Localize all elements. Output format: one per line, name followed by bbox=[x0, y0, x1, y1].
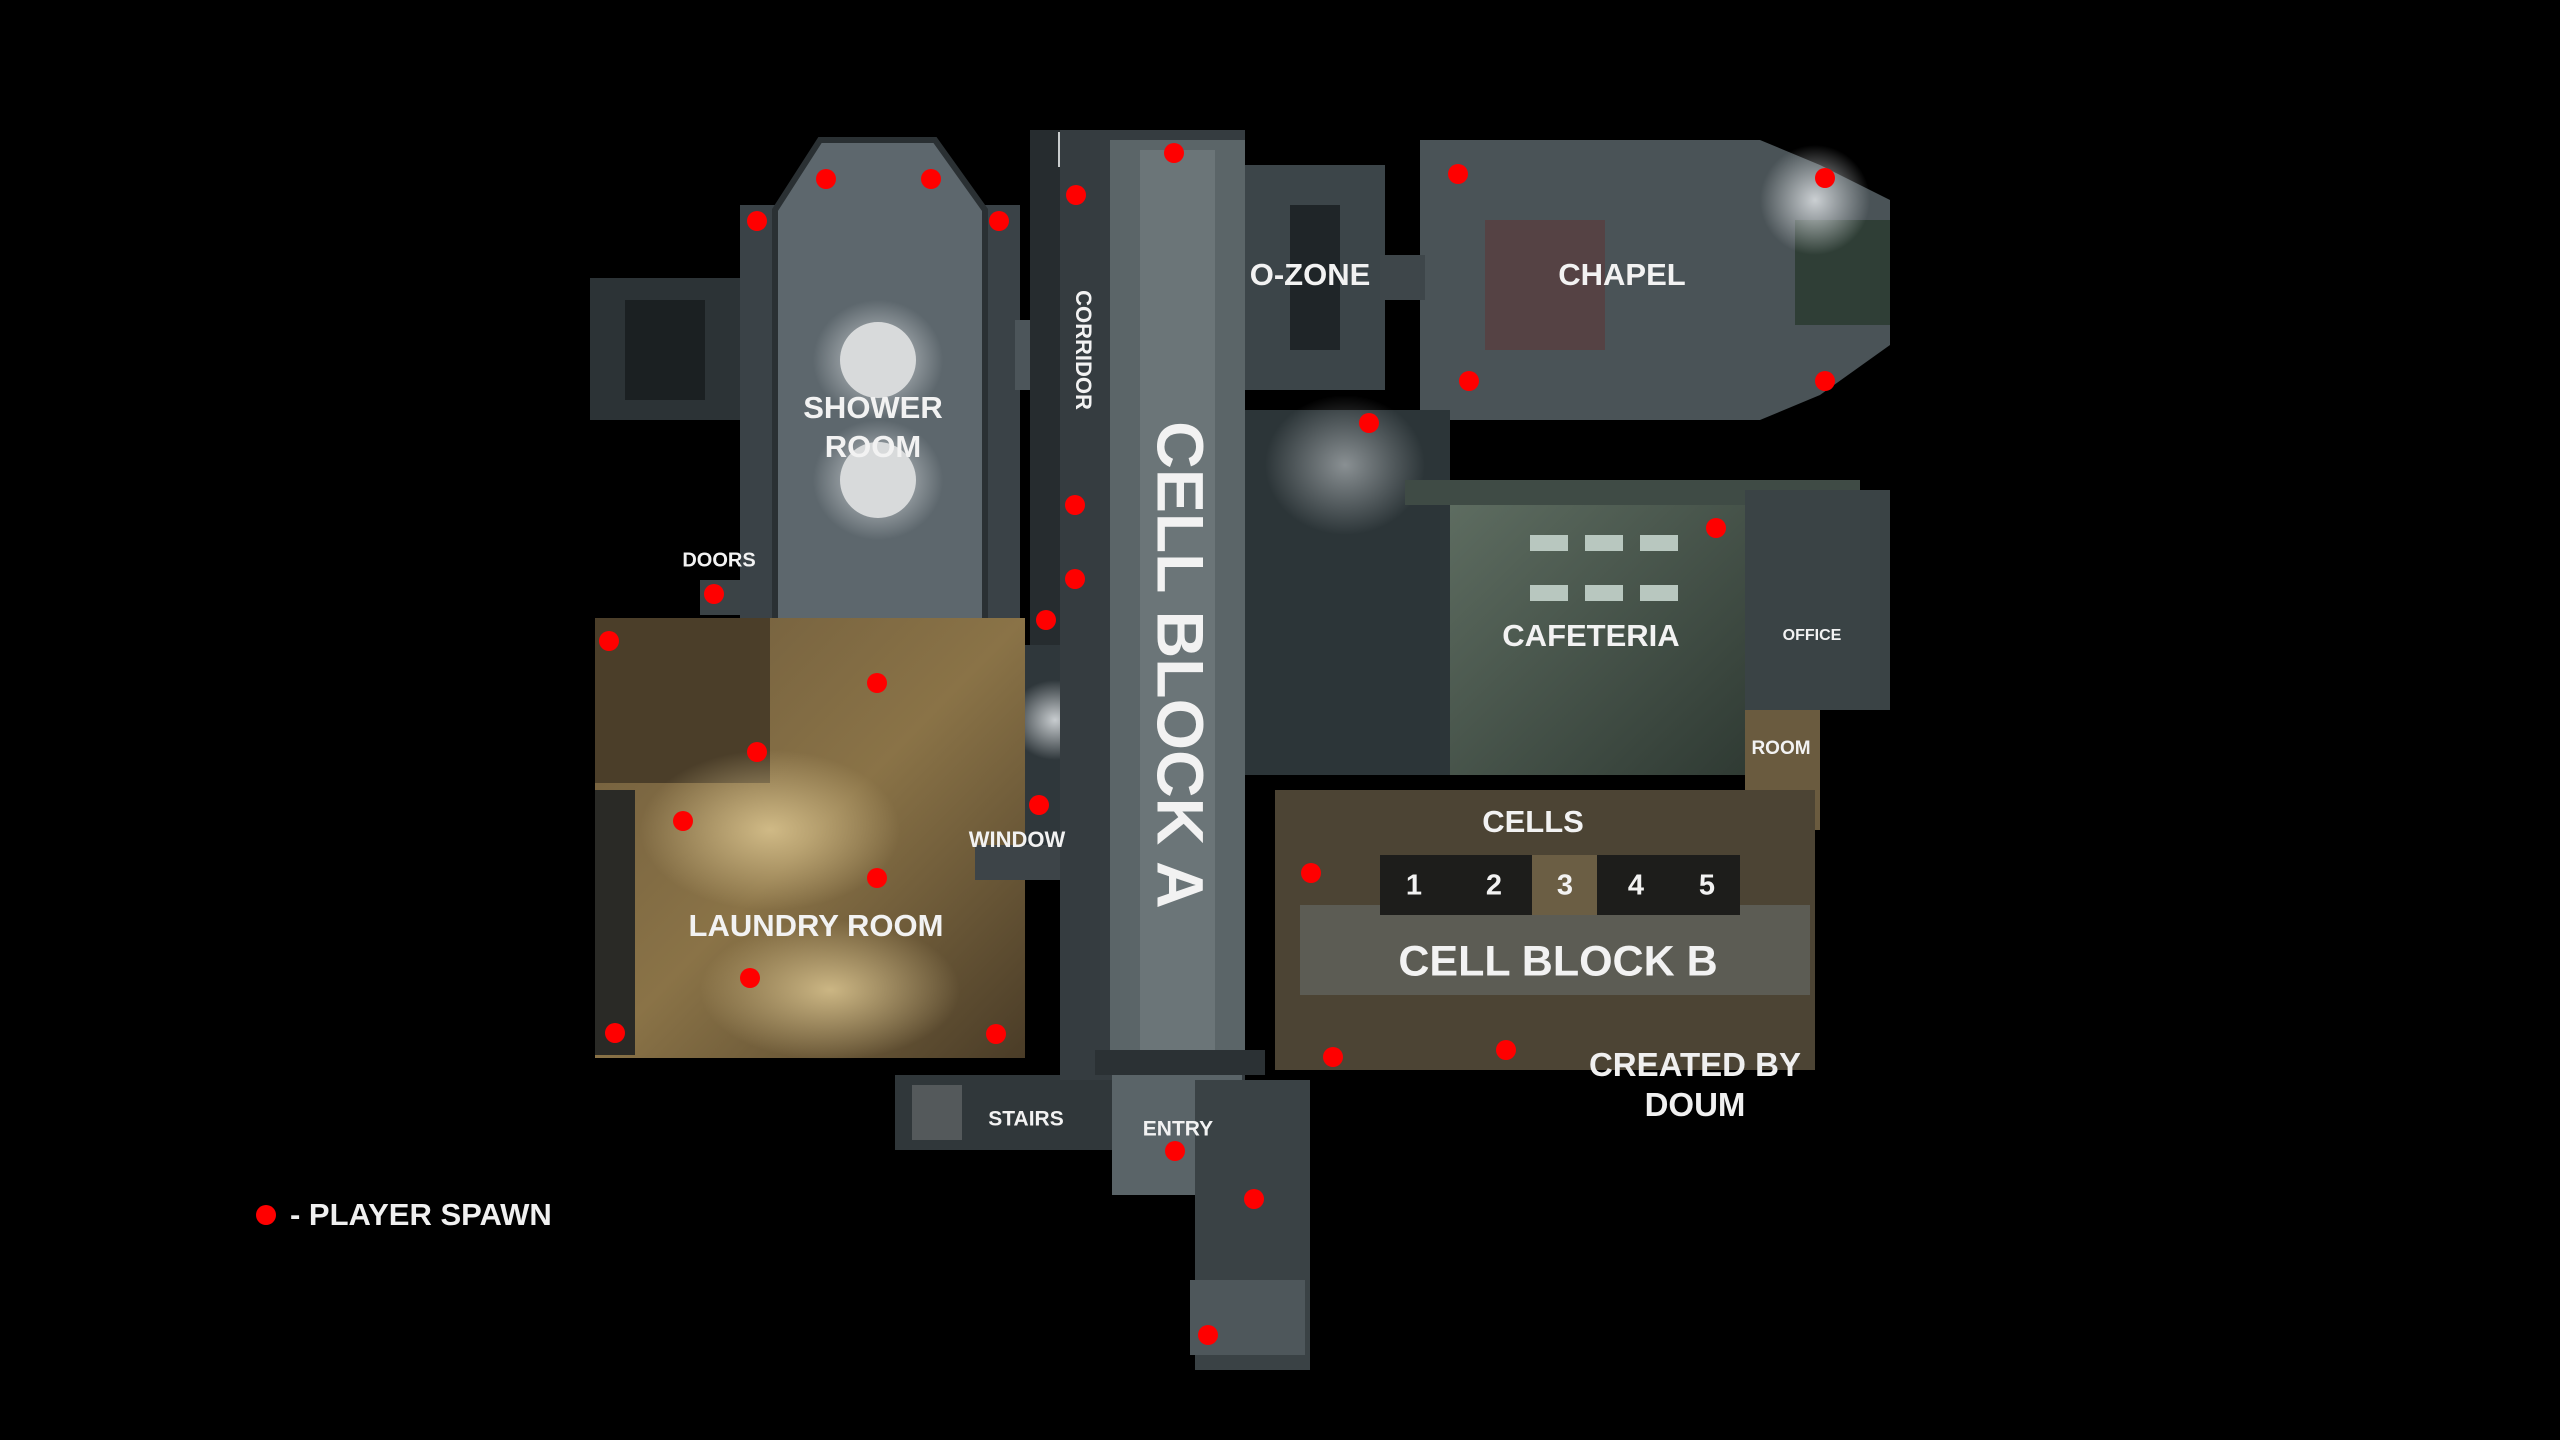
label-cafeteria: CAFETERIA bbox=[1502, 618, 1679, 653]
label-shower-room-1: SHOWER bbox=[803, 390, 943, 425]
chapel-light bbox=[1760, 145, 1870, 255]
player-spawn-marker bbox=[1164, 143, 1184, 163]
label-doors: DOORS bbox=[682, 549, 755, 571]
label-window: WINDOW bbox=[969, 827, 1066, 852]
player-spawn-marker bbox=[1244, 1189, 1264, 1209]
player-spawn-marker bbox=[1815, 371, 1835, 391]
player-spawn-legend-marker bbox=[256, 1205, 276, 1225]
player-spawn-marker bbox=[704, 584, 724, 604]
label-cell-2: 2 bbox=[1486, 870, 1502, 902]
player-spawn-marker bbox=[740, 968, 760, 988]
player-spawn-marker bbox=[867, 673, 887, 693]
label-stairs: STAIRS bbox=[988, 1108, 1063, 1131]
map-legend: - PLAYER SPAWN bbox=[256, 1195, 552, 1235]
laundry-light-2 bbox=[700, 920, 960, 1060]
label-shower-room-2: ROOM bbox=[825, 429, 921, 464]
player-spawn-marker bbox=[1036, 610, 1056, 630]
player-spawn-marker bbox=[1198, 1325, 1218, 1345]
player-spawn-marker bbox=[1065, 569, 1085, 589]
chapel-pews bbox=[1485, 220, 1605, 350]
laundry-light-1 bbox=[640, 750, 900, 910]
office-floor bbox=[1745, 490, 1890, 710]
player-spawn-marker bbox=[1301, 863, 1321, 883]
shower-drain-1 bbox=[840, 322, 916, 398]
label-cell-block-a: CELL BLOCK A bbox=[1144, 421, 1218, 909]
label-laundry-room: LAUNDRY ROOM bbox=[689, 908, 944, 943]
credit-line-1: CREATED BY bbox=[1588, 1046, 1802, 1083]
cell-block-a-bottom-cap bbox=[1095, 1050, 1265, 1075]
player-spawn-marker bbox=[1165, 1141, 1185, 1161]
player-spawn-marker bbox=[816, 169, 836, 189]
player-spawn-marker bbox=[1066, 185, 1086, 205]
map-credit: CREATED BY DOUM bbox=[1555, 1045, 1835, 1125]
player-spawn-marker bbox=[1065, 495, 1085, 515]
laundry-west-wall bbox=[595, 790, 635, 1055]
player-spawn-marker bbox=[605, 1023, 625, 1043]
player-spawn-marker bbox=[1496, 1040, 1516, 1060]
label-chapel: CHAPEL bbox=[1558, 257, 1685, 292]
player-spawn-marker bbox=[1459, 371, 1479, 391]
player-spawn-marker bbox=[1448, 164, 1468, 184]
label-cells: CELLS bbox=[1482, 804, 1584, 839]
player-spawn-marker bbox=[599, 631, 619, 651]
cell-3-floor bbox=[1532, 855, 1597, 915]
player-spawn-marker bbox=[1029, 795, 1049, 815]
label-cell-5: 5 bbox=[1699, 870, 1715, 902]
label-cell-block-b: CELL BLOCK B bbox=[1398, 937, 1717, 985]
player-spawn-marker bbox=[1323, 1047, 1343, 1067]
label-office: OFFICE bbox=[1783, 627, 1842, 644]
chapel-connector bbox=[1380, 255, 1425, 300]
player-spawn-marker bbox=[986, 1024, 1006, 1044]
stairs-steps bbox=[912, 1085, 962, 1140]
cell-block-b-corridor bbox=[1300, 905, 1810, 995]
label-cell-1: 1 bbox=[1406, 870, 1422, 902]
o-zone-inner bbox=[1290, 205, 1340, 350]
player-spawn-marker bbox=[673, 811, 693, 831]
label-room: ROOM bbox=[1751, 738, 1810, 759]
label-entry: ENTRY bbox=[1143, 1118, 1213, 1141]
player-spawn-marker bbox=[921, 169, 941, 189]
label-cell-4: 4 bbox=[1628, 870, 1644, 902]
player-spawn-marker bbox=[1359, 413, 1379, 433]
player-spawn-marker bbox=[747, 742, 767, 762]
shower-drain-2 bbox=[840, 442, 916, 518]
cell-block-a-aisle bbox=[1140, 150, 1215, 1065]
cafeteria-tables bbox=[1530, 535, 1678, 601]
label-corridor: CORRIDOR bbox=[1071, 290, 1096, 410]
cafeteria-hall-light bbox=[1265, 395, 1425, 535]
player-spawn-marker bbox=[989, 211, 1009, 231]
player-spawn-marker bbox=[747, 211, 767, 231]
player-spawn-marker bbox=[1815, 168, 1835, 188]
left-annex-inner bbox=[625, 300, 705, 400]
label-o-zone: O-ZONE bbox=[1250, 257, 1371, 292]
credit-line-2: DOUM bbox=[1644, 1086, 1746, 1123]
map-floorplan bbox=[590, 130, 1890, 1370]
player-spawns bbox=[599, 143, 1835, 1345]
map-labels: SHOWER ROOM CORRIDOR CELL BLOCK A O-ZONE… bbox=[682, 257, 1841, 1140]
player-spawn-marker bbox=[1706, 518, 1726, 538]
cafeteria-floor bbox=[1450, 485, 1750, 775]
player-spawn-marker bbox=[867, 868, 887, 888]
label-cell-3: 3 bbox=[1557, 870, 1573, 902]
legend-label: - PLAYER SPAWN bbox=[290, 1197, 552, 1232]
